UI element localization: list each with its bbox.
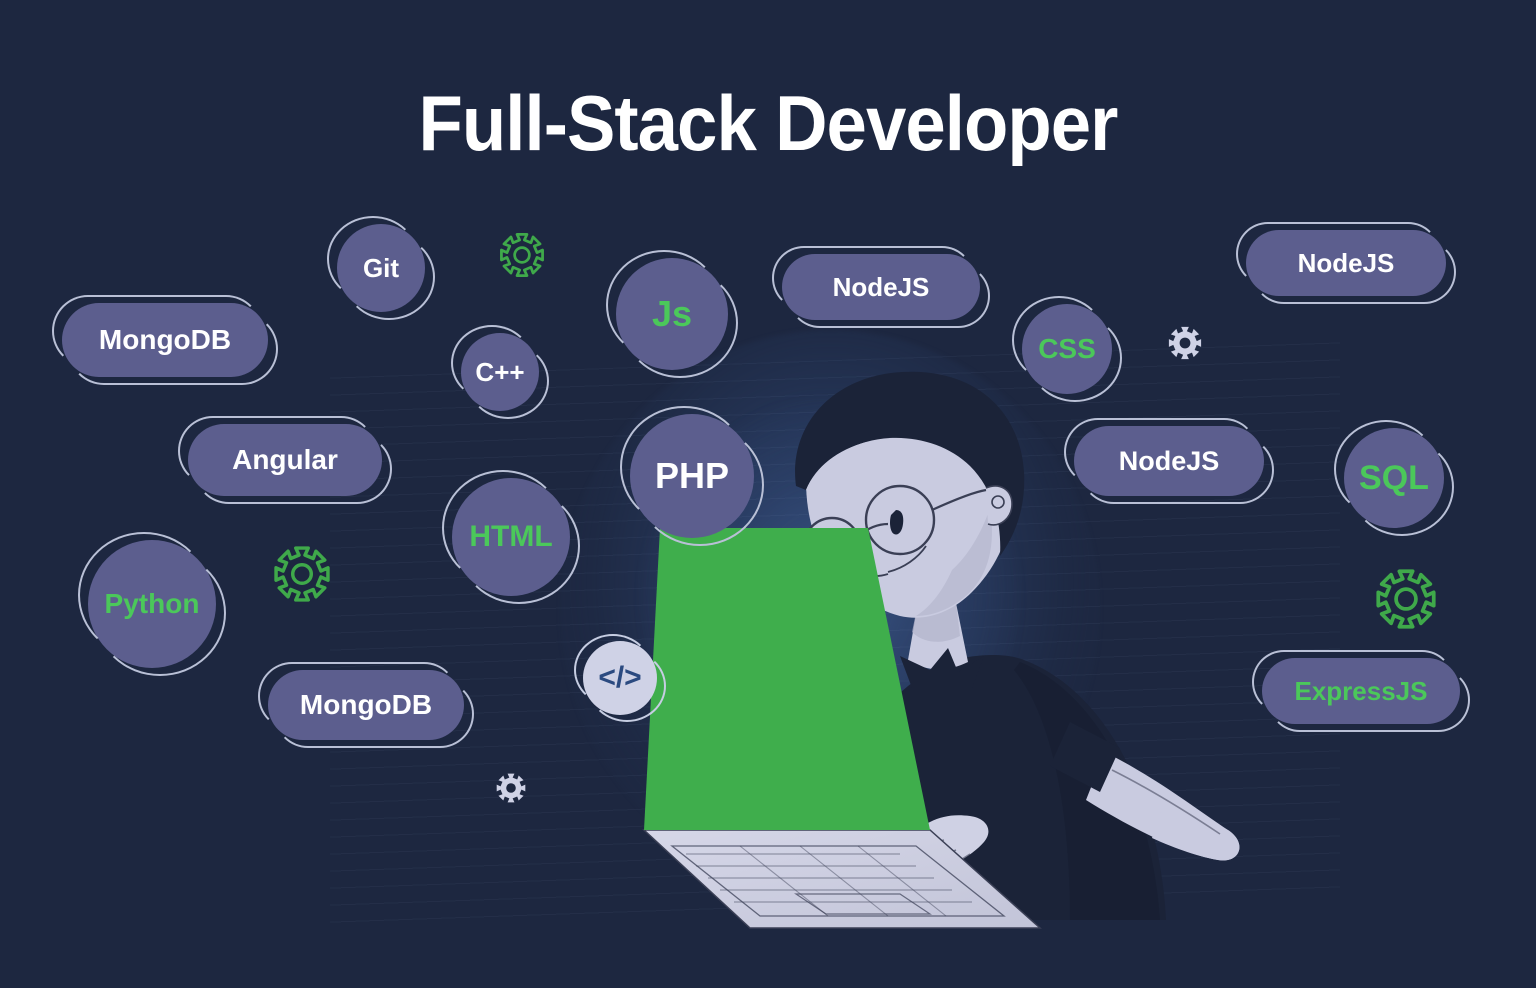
tech-badge-label: Js — [651, 293, 693, 334]
tech-badge-mongodb[interactable]: MongoDB — [52, 295, 278, 385]
tech-badge-label: NodeJS — [1118, 445, 1220, 476]
tech-badge-nodejs[interactable]: NodeJS — [772, 246, 990, 328]
tech-badge-label: C++ — [475, 356, 525, 387]
tech-badge-label: MongoDB — [98, 324, 232, 355]
tech-badge-label: PHP — [654, 455, 730, 496]
tech-badge-label: Git — [362, 252, 400, 283]
tech-badge-php[interactable]: PHP — [620, 406, 764, 546]
gear-outline-icon — [273, 545, 331, 603]
tech-badge-nodejs[interactable]: NodeJS — [1236, 222, 1456, 304]
code-icon-label: </> — [598, 661, 642, 694]
tech-badge-label: HTML — [469, 520, 553, 553]
gear-outline-icon — [499, 232, 545, 278]
tech-badge-c-[interactable]: C++ — [451, 325, 549, 419]
tech-badge-angular[interactable]: Angular — [178, 416, 392, 504]
gear-solid-icon — [1167, 325, 1203, 361]
tech-badge-sql[interactable]: SQL — [1334, 420, 1454, 536]
tech-badge-label: NodeJS — [832, 271, 930, 302]
tech-badge-label: NodeJS — [1297, 247, 1395, 278]
tech-badge-mongodb[interactable]: MongoDB — [258, 662, 474, 748]
tech-badge-nodejs[interactable]: NodeJS — [1064, 418, 1274, 504]
tech-badge-css[interactable]: CSS — [1012, 296, 1122, 402]
tech-badge-label: SQL — [1359, 458, 1429, 497]
gear-solid-icon — [495, 772, 527, 804]
tech-badge-html[interactable]: HTML — [442, 470, 580, 604]
tech-badge-label: CSS — [1038, 333, 1096, 364]
tech-badge-python[interactable]: Python — [78, 532, 226, 676]
tech-badge-label: ExpressJS — [1294, 675, 1428, 706]
tech-badge-js[interactable]: Js — [606, 250, 738, 378]
tech-badge-label: MongoDB — [299, 689, 433, 720]
code-brackets-icon[interactable]: </> — [574, 634, 666, 722]
tech-badge-expressjs[interactable]: ExpressJS — [1252, 650, 1470, 732]
tech-badge-git[interactable]: Git — [327, 216, 435, 320]
page-title: Full-Stack Developer — [418, 79, 1119, 167]
gear-outline-icon — [1375, 568, 1437, 630]
tech-badge-label: Python — [104, 588, 200, 619]
tech-badge-label: Angular — [232, 444, 338, 475]
